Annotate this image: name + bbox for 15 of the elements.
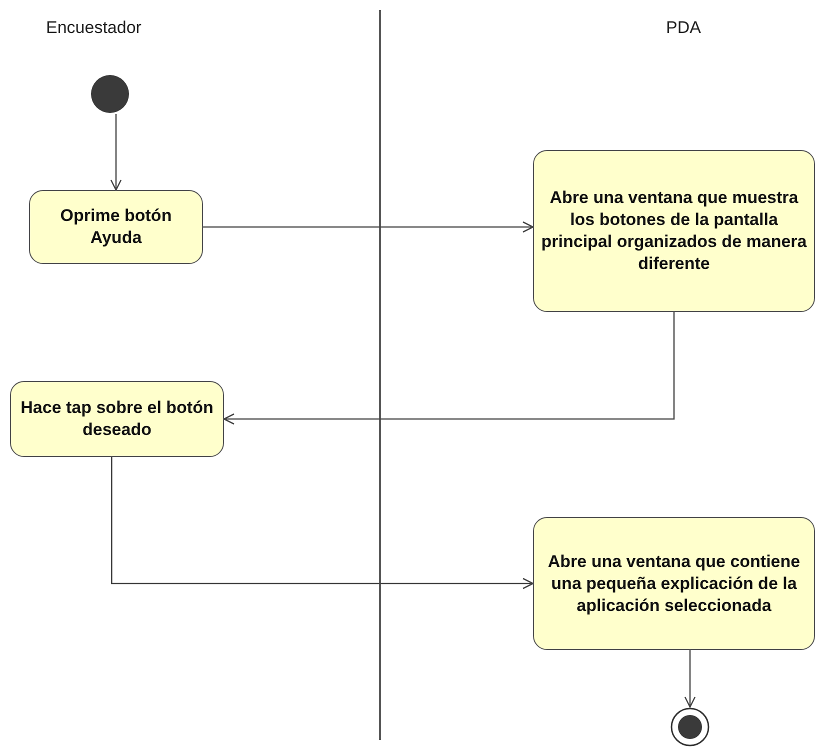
action-box — [10, 381, 224, 457]
action-box — [533, 150, 815, 312]
action-text: Abre una ventana que muestra los botones de la pantalla principal organizados de manera diferente — [540, 187, 808, 275]
action-box — [533, 517, 815, 650]
action-text: Abre una ventana que contiene una pequeña explicación de la aplicación seleccionada — [546, 550, 802, 616]
action-text: Oprime botón Ayuda — [59, 205, 173, 249]
swimlane-label: Encuestador — [46, 18, 142, 38]
arrow — [111, 457, 534, 590]
arrow — [203, 221, 534, 233]
arrow — [223, 312, 675, 425]
swimlane-label: PDA — [666, 18, 701, 38]
arrow — [684, 650, 696, 708]
action-box — [29, 190, 203, 264]
action-text: Hace tap sobre el botón deseado — [20, 397, 214, 441]
arrow — [110, 114, 122, 191]
